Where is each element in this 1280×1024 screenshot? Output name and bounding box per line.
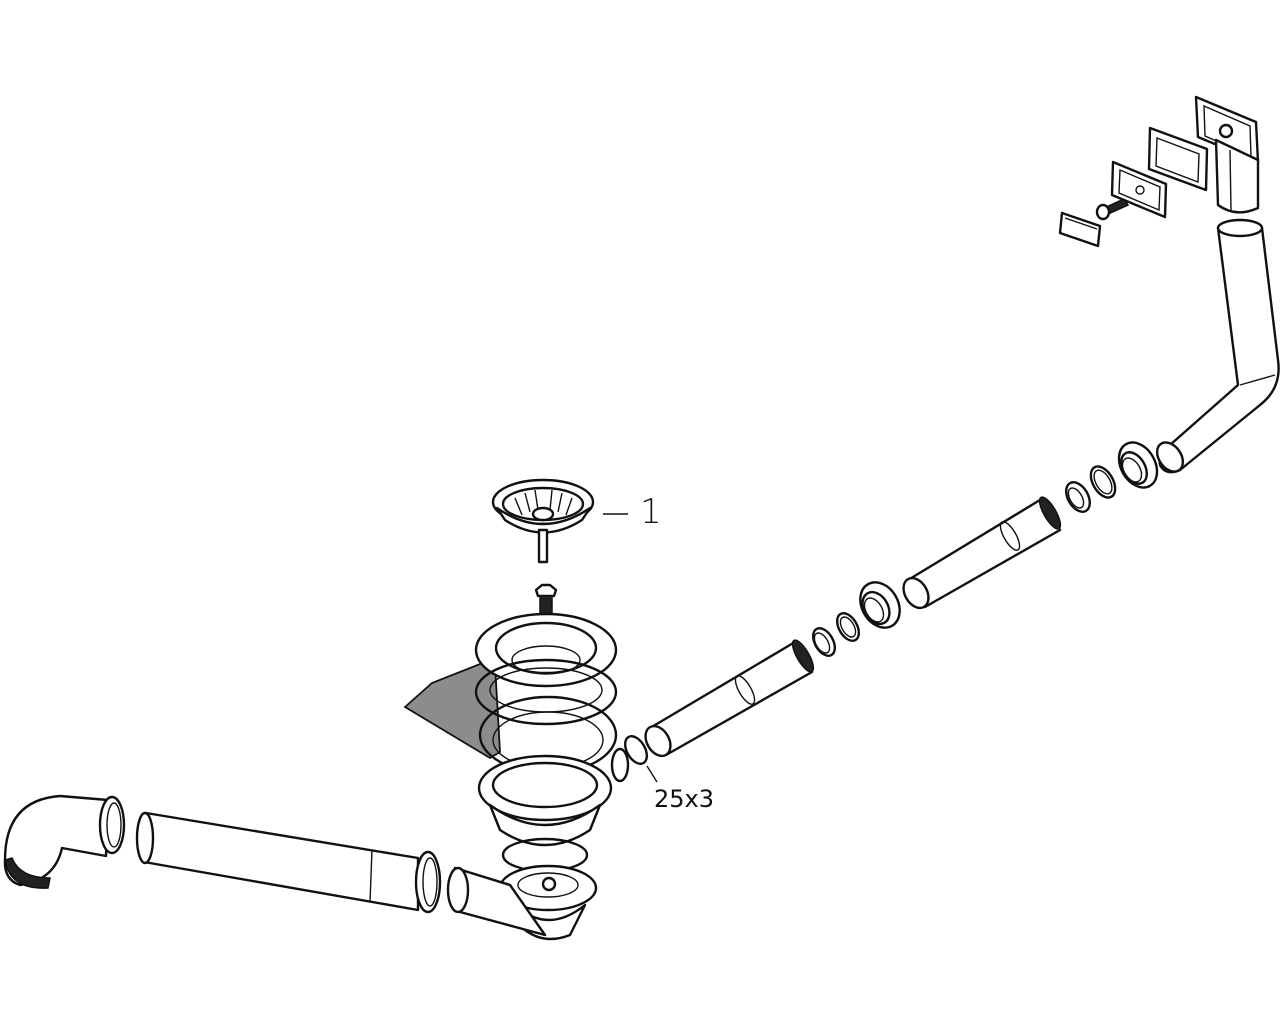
overflow-frame	[1147, 126, 1209, 192]
sealing-ring-upper-2	[1065, 481, 1091, 513]
drain-body	[477, 747, 630, 941]
callout-part-1: 1	[640, 492, 662, 532]
sink-flange	[474, 612, 618, 688]
slip-joint-nut-upper	[1117, 441, 1159, 489]
overflow-pipe-middle	[902, 496, 1062, 610]
overflow-screw	[1095, 198, 1130, 221]
sealing-ring-upper	[1089, 465, 1117, 499]
callout-oring-size: 25x3	[654, 785, 715, 813]
sealing-sheet	[403, 663, 501, 760]
o-ring-seal	[623, 735, 658, 783]
slip-joint-nut-lower	[859, 581, 901, 629]
trap-elbow	[3, 794, 126, 889]
sealing-ring-lower	[835, 612, 861, 642]
sealing-ring-lower-2	[811, 627, 837, 657]
overflow-cover	[1058, 211, 1102, 248]
overflow-head	[1194, 95, 1260, 214]
overflow-gasket	[1110, 160, 1168, 219]
overflow-pipe-lower	[644, 639, 815, 758]
drain-pipe-horizontal	[135, 811, 442, 914]
overflow-pipe-upper-bend	[1155, 218, 1280, 474]
drain-outlet-elbow	[446, 866, 547, 937]
basket-strainer	[491, 478, 628, 564]
